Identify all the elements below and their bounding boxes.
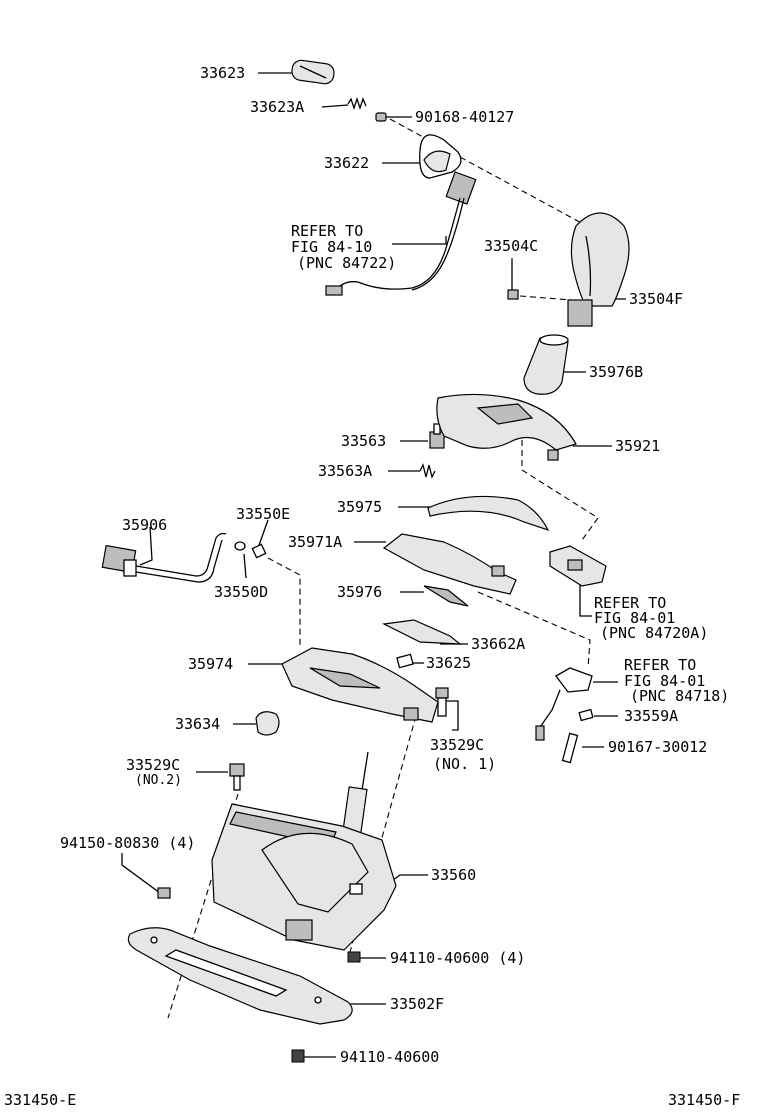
part-94110-nut: [291, 1049, 305, 1063]
part-33622-button: [419, 134, 462, 179]
label-33622: 33622: [324, 154, 369, 172]
part-35976-slide: [423, 585, 469, 607]
label-refer2-line2: FIG 84-01: [594, 609, 675, 627]
part-33634-cap: [255, 711, 280, 736]
part-sensor-84718: [535, 667, 593, 741]
label-refer3-line3: (PNC 84718): [630, 687, 729, 705]
part-90168-screw: [375, 112, 387, 122]
label-refer3-line1: REFER TO: [624, 656, 696, 674]
label-94110-40600: 94110-40600: [340, 1048, 439, 1066]
label-90168-40127: 90168-40127: [415, 108, 514, 126]
part-94150-clip: [157, 887, 171, 899]
label-refer2-line1: REFER TO: [594, 594, 666, 612]
label-refer1-line2: FIG 84-10: [291, 238, 372, 256]
label-35976: 35976: [337, 583, 382, 601]
part-35971A-plate: [382, 533, 517, 595]
label-refer1-line1: REFER TO: [291, 222, 363, 240]
part-35921-indicator-housing: [436, 393, 577, 461]
part-33623A-spring: [347, 96, 367, 111]
label-35971A: 35971A: [288, 533, 342, 551]
label-33550D: 33550D: [214, 583, 268, 601]
label-94110-40600-4: 94110-40600 (4): [390, 949, 525, 967]
label-33559A: 33559A: [624, 707, 678, 725]
label-33550E: 33550E: [236, 505, 290, 523]
part-33563-bulb: [429, 423, 445, 449]
part-33559A-clip: [578, 708, 594, 722]
label-33529C-no1: 33529C: [430, 736, 484, 754]
part-33529C-no2-bolt: [229, 763, 245, 791]
part-33502F-plate: [127, 927, 353, 1025]
label-94150-80830: 94150-80830 (4): [60, 834, 195, 852]
footer-right-code: 331450-F: [668, 1091, 740, 1109]
label-refer1-line3: (PNC 84722): [297, 254, 396, 272]
label-33529C-no2: 33529C: [126, 756, 180, 774]
label-33529C-no2-note: (NO.2): [135, 773, 182, 788]
label-35975: 35975: [337, 498, 382, 516]
label-33625: 33625: [426, 654, 471, 672]
part-connector-84720A: [549, 545, 607, 587]
part-33560-shift-lever-assembly: [211, 751, 397, 951]
part-33550-pins: [234, 541, 267, 559]
label-33502F: 33502F: [390, 995, 444, 1013]
label-35974: 35974: [188, 655, 233, 673]
part-labels: 33623 33623A 90168-40127 33622 REFER TO …: [4, 64, 740, 1109]
part-35975-cover: [427, 495, 550, 532]
label-35906: 35906: [122, 516, 167, 534]
label-33529C-no1-note: (NO. 1): [433, 755, 496, 773]
label-90167-30012: 90167-30012: [608, 738, 707, 756]
footer-left-code: 331450-E: [4, 1091, 76, 1109]
label-33563: 33563: [341, 432, 386, 450]
label-33634: 33634: [175, 715, 220, 733]
part-33563A-spring: [419, 463, 436, 479]
label-35976B: 35976B: [589, 363, 643, 381]
label-refer2-line3: (PNC 84720A): [600, 624, 708, 642]
label-33563A: 33563A: [318, 462, 372, 480]
part-35974-indicator-base: [281, 647, 439, 723]
part-35976B-boot: [523, 334, 569, 395]
label-33560: 33560: [431, 866, 476, 884]
label-refer3-line2: FIG 84-01: [624, 672, 705, 690]
part-90167-screw: [561, 732, 579, 764]
part-33623-cover: [291, 59, 335, 85]
label-33662A: 33662A: [471, 635, 525, 653]
part-94110-nut-4: [347, 951, 361, 963]
part-35906-cable: [101, 532, 227, 583]
part-33504F-shift-knob: [567, 212, 630, 327]
part-33625-stopper: [396, 653, 414, 669]
part-switch-harness: [325, 171, 477, 296]
part-33529C-no1-bolt: [435, 687, 449, 717]
part-33662A-plate: [381, 619, 462, 645]
label-33623A: 33623A: [250, 98, 304, 116]
label-33504C: 33504C: [484, 237, 538, 255]
part-33504C-screw: [507, 289, 519, 300]
label-35921: 35921: [615, 437, 660, 455]
label-33504F: 33504F: [629, 290, 683, 308]
label-33623: 33623: [200, 64, 245, 82]
